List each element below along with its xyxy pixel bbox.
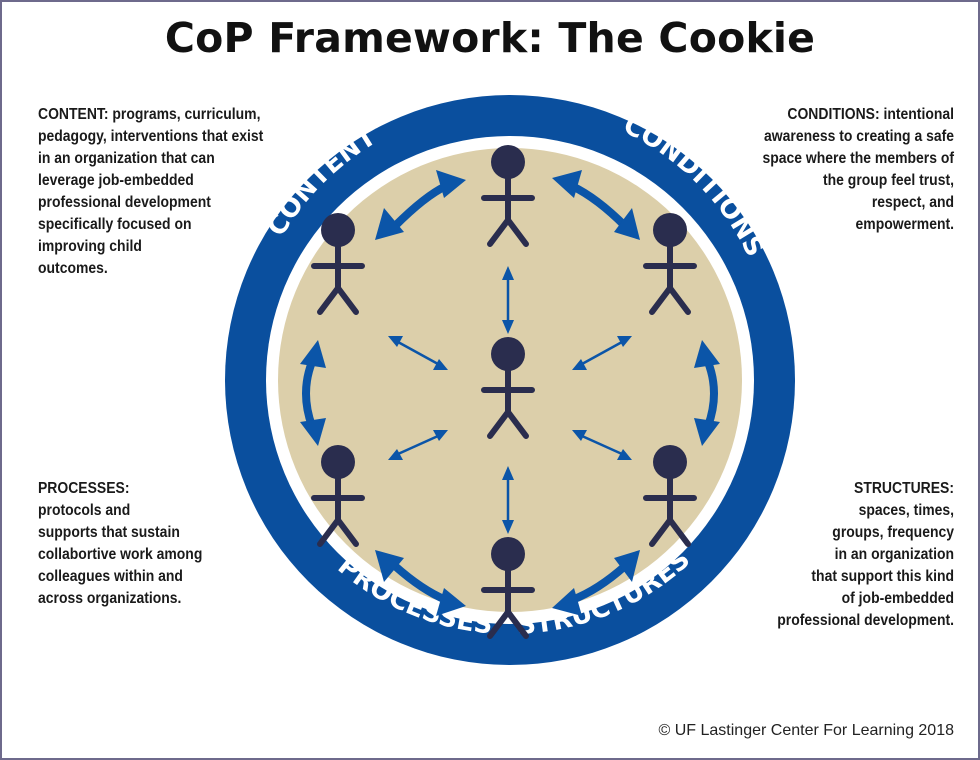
content-heading: CONTENT: bbox=[38, 106, 109, 123]
conditions-line: awareness to creating a safe bbox=[764, 128, 954, 145]
double-headed-arrow-icon bbox=[302, 360, 316, 428]
outer-arrows bbox=[300, 170, 720, 616]
structures-description: STRUCTURES: spaces, times, groups, frequ… bbox=[765, 478, 954, 632]
arrow-head bbox=[436, 588, 466, 616]
double-headed-arrow-icon bbox=[581, 340, 623, 366]
arrow-head bbox=[436, 170, 466, 198]
inner-arrows bbox=[388, 266, 632, 534]
structures-line: groups, frequency bbox=[832, 524, 954, 541]
structures-line: spaces, times, bbox=[858, 502, 954, 519]
processes-line: collabortive work among bbox=[38, 546, 203, 563]
structures-line: of job-embedded bbox=[841, 590, 954, 607]
content-line: leverage job-embedded bbox=[38, 172, 194, 189]
conditions-line: respect, and bbox=[871, 194, 954, 211]
arrow-head bbox=[694, 418, 720, 446]
processes-line: protocols and bbox=[38, 502, 131, 519]
arrow-head bbox=[300, 418, 326, 446]
arrow-head bbox=[694, 340, 720, 368]
conditions-line: space where the members of bbox=[762, 150, 954, 167]
processes-line: colleagues within and bbox=[38, 568, 183, 585]
double-headed-arrow-icon bbox=[581, 434, 623, 456]
processes-line: across organizations. bbox=[38, 590, 182, 607]
processes-description: PROCESSES: protocols and supports that s… bbox=[38, 478, 225, 610]
conditions-line: intentional bbox=[883, 106, 954, 123]
content-line: outcomes. bbox=[38, 260, 108, 277]
copyright-credit: © UF Lastinger Center For Learning 2018 bbox=[658, 722, 955, 739]
content-line: professional development bbox=[38, 194, 211, 211]
content-line: in an organization that can bbox=[38, 150, 215, 167]
content-description: CONTENT: programs, curriculum, pedagogy,… bbox=[38, 104, 283, 280]
arrow-head bbox=[300, 340, 326, 368]
content-line: pedagogy, interventions that exist bbox=[38, 128, 264, 145]
structures-line: professional development. bbox=[777, 612, 954, 629]
conditions-heading: CONDITIONS: bbox=[787, 106, 880, 123]
processes-heading: PROCESSES: bbox=[38, 480, 130, 497]
processes-line: supports that sustain bbox=[38, 524, 180, 541]
double-headed-arrow-icon bbox=[704, 360, 718, 428]
page-title: CoP Framework: The Cookie bbox=[164, 14, 816, 62]
arrow-head bbox=[375, 208, 404, 240]
arrow-head bbox=[614, 550, 640, 582]
conditions-line: the group feel trust, bbox=[823, 172, 954, 189]
structures-line: that support this kind bbox=[811, 568, 954, 585]
structures-heading: STRUCTURES: bbox=[854, 480, 954, 497]
double-headed-arrow-icon bbox=[397, 340, 439, 366]
arrow-head bbox=[614, 208, 640, 240]
arrow-head bbox=[552, 170, 582, 198]
conditions-description: CONDITIONS: intentional awareness to cre… bbox=[729, 104, 954, 236]
structures-line: in an organization bbox=[834, 546, 954, 563]
content-line: programs, curriculum, bbox=[112, 106, 261, 123]
arrow-head bbox=[375, 550, 404, 582]
content-line: improving child bbox=[38, 238, 142, 255]
conditions-line: empowerment. bbox=[855, 216, 954, 233]
content-line: specifically focused on bbox=[38, 216, 192, 233]
arrow-head bbox=[552, 588, 582, 616]
double-headed-arrow-icon bbox=[397, 434, 439, 456]
